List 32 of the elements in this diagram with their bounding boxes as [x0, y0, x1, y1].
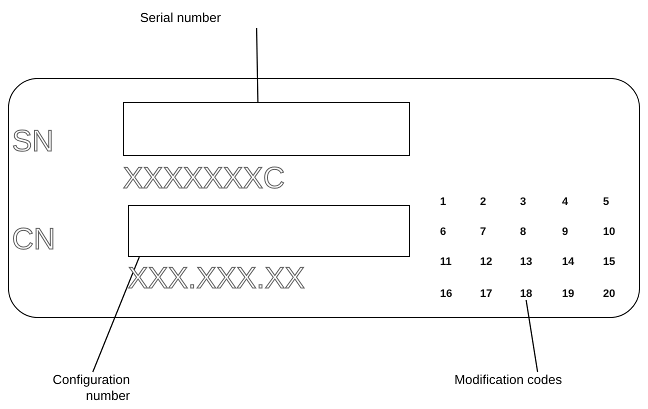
field-box [123, 102, 410, 156]
code-number: 1 [440, 196, 446, 208]
code-number: 9 [562, 226, 568, 238]
code-number: 4 [562, 196, 568, 208]
code-text: SN [12, 126, 54, 158]
code-number: 3 [520, 196, 526, 208]
code-number: 10 [603, 226, 616, 238]
caption-text: Serial number [140, 10, 250, 28]
leader-line [92, 256, 140, 372]
code-number: 19 [562, 288, 574, 300]
code-number: 8 [520, 226, 526, 238]
code-number: 5 [603, 196, 610, 208]
code-number: 14 [562, 256, 574, 268]
leader-line [526, 300, 538, 372]
code-number: 13 [520, 256, 532, 268]
code-text: XXXXXXXC [123, 163, 285, 195]
code-number: 18 [520, 288, 532, 300]
code-number: 16 [440, 288, 452, 300]
code-text: CN [12, 224, 56, 256]
code-number: 12 [480, 256, 492, 268]
code-number: 6 [440, 226, 446, 238]
leader-line [256, 28, 258, 102]
label-plate [8, 78, 640, 318]
caption-text: Modification codes [440, 372, 562, 406]
code-number: 2 [480, 196, 486, 208]
code-number: 20 [603, 288, 616, 300]
code-number: 11 [440, 256, 452, 268]
code-number: 17 [480, 288, 492, 300]
code-number: 15 [603, 256, 616, 268]
caption-text: Configuration number [6, 372, 130, 406]
field-box [128, 205, 410, 257]
code-number: 7 [480, 226, 486, 238]
